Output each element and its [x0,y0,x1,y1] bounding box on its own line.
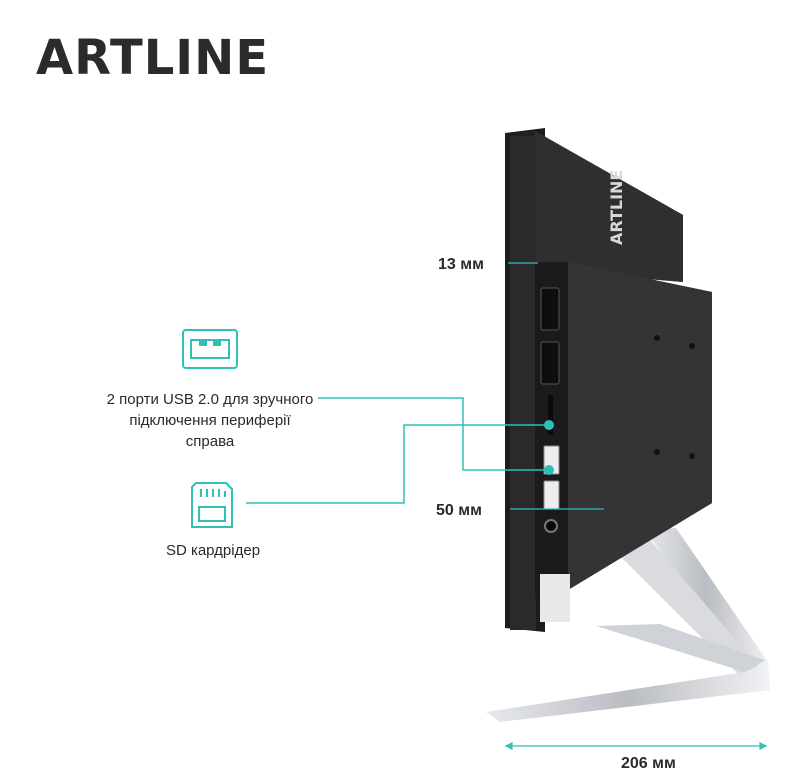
callout-lines [246,397,549,504]
sd-card-icon [191,482,233,528]
thickness-label: 13 мм [438,256,484,273]
brand-logo: ARTLINE [36,30,270,86]
usb-callout-dot [544,465,554,475]
sd-caption: SD кардрідер [165,542,261,559]
monitor-stand [486,528,770,722]
stand-depth-label: 206 мм [621,755,676,772]
monitor-back-housing [535,262,712,622]
ports-depth-label: 50 мм [436,502,482,519]
dimension-arrows [504,262,768,750]
monitor-logo: ARTLINE [607,170,626,245]
sd-callout-dot [544,420,554,430]
side-ports [540,287,560,533]
usb-port-icon [182,329,238,369]
usb-caption: 2 порти USB 2.0 для зручного підключення… [106,391,314,450]
